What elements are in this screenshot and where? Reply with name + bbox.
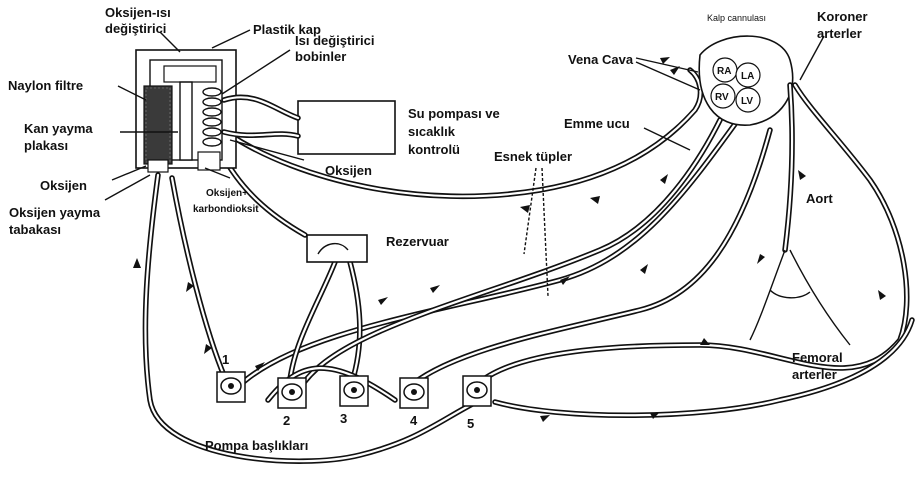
blood-spread-plate (180, 82, 192, 160)
label-vena-cava: Vena Cava (568, 52, 634, 67)
label-o2-co2-line-2: karbondioksit (193, 204, 259, 215)
chamber-ra-label: RA (717, 66, 731, 77)
label-o2-co2-line-1: Oksijen+ (206, 188, 248, 199)
label-water-pump-line-3: kontrolü (408, 142, 460, 157)
label-reservoir: Rezervuar (386, 234, 449, 249)
tubing (145, 70, 912, 461)
pump-head-2 (278, 378, 306, 408)
arterial-tree (750, 85, 850, 345)
label-heat-coils-line-2: bobinler (295, 49, 346, 64)
pump-number-4: 4 (410, 413, 418, 428)
label-nylon-filter: Naylon filtre (8, 78, 83, 93)
label-water-pump-line-1: Su pompası ve (408, 106, 500, 121)
label-coronary-line-1: Koroner (817, 9, 868, 24)
label-oxygenator-heat-line-2: değiştirici (105, 21, 166, 36)
chamber-rv-label: RV (715, 92, 729, 103)
pump-head-5 (463, 376, 491, 406)
label-aorta: Aort (806, 191, 833, 206)
label-heat-coils-line-1: Isı değiştirici (295, 33, 374, 48)
label-femoral-line-2: arterler (792, 367, 837, 382)
oxygenator-unit (136, 50, 236, 172)
label-femoral-line-1: Femoral (792, 350, 843, 365)
chamber-lv-label: LV (741, 96, 753, 107)
pump-number-2: 2 (283, 413, 290, 428)
chamber-la-label: LA (741, 71, 754, 82)
label-coronary-line-2: arterler (817, 26, 862, 41)
pump-number-5: 5 (467, 416, 474, 431)
label-oxygenator-heat-line-1: Oksijen-ısı (105, 5, 171, 20)
label-oxygen-spread-line-1: Oksijen yayma (9, 205, 101, 220)
pump-head-3 (340, 376, 368, 406)
reservoir-box (307, 235, 367, 262)
label-oxygen-left: Oksijen (40, 178, 87, 193)
label-blood-spread-line-1: Kan yayma (24, 121, 93, 136)
label-water-pump-line-2: sıcaklık (408, 124, 456, 139)
label-oxygen-spread-line-2: tabakası (9, 222, 61, 237)
label-blood-spread-line-2: plakası (24, 138, 68, 153)
heart: RA LA RV LV (699, 36, 792, 125)
label-oxygen-right: Oksijen (325, 163, 372, 178)
label-pump-heads: Pompa başlıkları (205, 438, 308, 453)
water-pump-box (298, 101, 395, 154)
pump-number-1: 1 (222, 352, 229, 367)
label-heart-cannula: Kalp cannulası (707, 13, 766, 23)
pump-number-3: 3 (340, 411, 347, 426)
pump-head-1 (217, 372, 245, 402)
pump-head-4 (400, 378, 428, 408)
label-suction-tip: Emme ucu (564, 116, 630, 131)
nylon-filter (144, 86, 172, 164)
label-flexible-tubes: Esnek tüpler (494, 149, 572, 164)
